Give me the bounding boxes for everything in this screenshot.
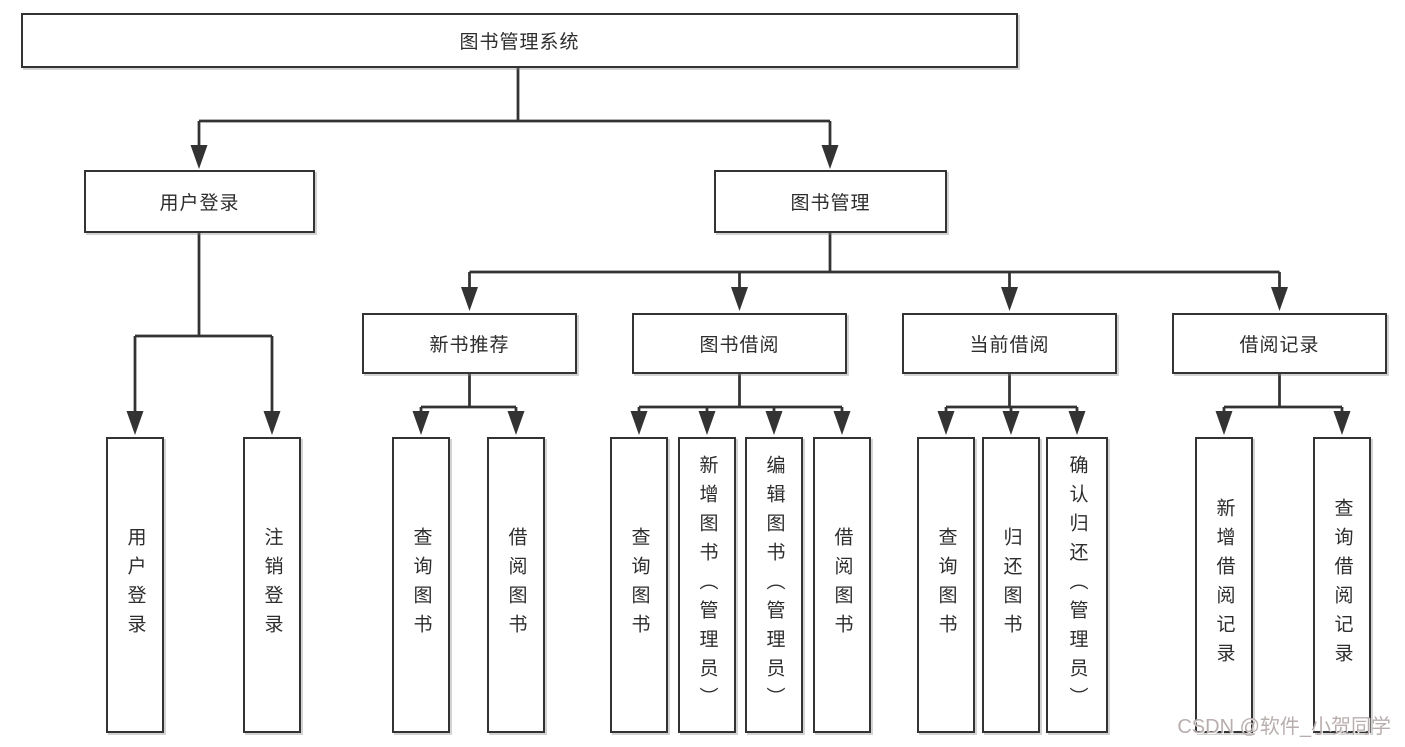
leaf-current-confirm-return-admin: 确认归还（管理员） [1046, 437, 1108, 733]
leaf-borrow-borrow-books: 借阅图书 [813, 437, 871, 733]
leaf-records-query-borrow-record: 查询借阅记录 [1313, 437, 1371, 733]
connector-book-management-branch [461, 233, 1288, 311]
node-label: 图书借阅 [699, 335, 780, 356]
node-book-management: 图书管理 [714, 170, 947, 233]
leaf-records-add-borrow-record: 新增借阅记录 [1195, 437, 1253, 733]
node-label: 新增图书（管理员） [696, 454, 718, 716]
node-label: 注销登录 [261, 527, 283, 643]
connector-current-borrow-branch [937, 374, 1086, 435]
leaf-newbook-query-books: 查询图书 [392, 437, 450, 733]
node-current-borrowing: 当前借阅 [902, 313, 1117, 374]
node-label: 借阅图书 [505, 527, 527, 643]
node-label: 查询借阅记录 [1331, 498, 1353, 672]
arrow-down-icon [461, 287, 478, 311]
node-label: 新书推荐 [429, 335, 510, 356]
arrow-down-icon [1271, 287, 1288, 311]
node-library-management-system: 图书管理系统 [21, 13, 1018, 68]
arrow-down-icon [833, 411, 851, 435]
arrow-down-icon [731, 287, 748, 311]
arrow-down-icon [1002, 411, 1020, 435]
node-label: 查询图书 [410, 527, 432, 643]
node-label: 借阅图书 [831, 527, 853, 643]
arrow-down-icon [263, 411, 281, 435]
arrow-down-icon [1001, 287, 1018, 311]
leaf-logout-login: 注销登录 [243, 437, 301, 733]
node-label: 图书管理系统 [459, 32, 580, 53]
arrow-down-icon [630, 411, 648, 435]
leaf-borrow-add-books-admin: 新增图书（管理员） [678, 437, 736, 733]
arrow-down-icon [1068, 411, 1086, 435]
node-borrowing-records: 借阅记录 [1172, 313, 1387, 374]
leaf-user-login: 用户登录 [106, 437, 164, 733]
node-label: 用户登录 [124, 527, 146, 643]
arrow-down-icon [1215, 411, 1233, 435]
arrow-down-icon [1333, 411, 1351, 435]
arrow-down-icon [765, 411, 783, 435]
node-label: 新增借阅记录 [1213, 498, 1235, 672]
connector-new-book-branch [412, 374, 525, 435]
leaf-current-return-books: 归还图书 [982, 437, 1040, 733]
arrow-down-icon [126, 411, 144, 435]
node-label: 查询图书 [628, 527, 650, 643]
leaf-current-query-books: 查询图书 [917, 437, 975, 733]
connector-borrow-records-branch [1215, 374, 1351, 435]
arrow-down-icon [821, 145, 839, 169]
connector-book-borrow-branch [630, 374, 851, 435]
connector-user-login-branch [126, 233, 281, 435]
node-label: 编辑图书（管理员） [763, 454, 785, 716]
node-label: 归还图书 [1000, 527, 1022, 643]
node-book-borrowing: 图书借阅 [632, 313, 847, 374]
arrow-down-icon [190, 145, 208, 169]
leaf-newbook-borrow-books: 借阅图书 [487, 437, 545, 733]
arrow-down-icon [698, 411, 716, 435]
node-label: 查询图书 [935, 527, 957, 643]
node-new-book-recommend: 新书推荐 [362, 313, 577, 374]
node-label: 借阅记录 [1239, 335, 1320, 356]
arrow-down-icon [937, 411, 955, 435]
csdn-watermark: CSDN @软件_小贺同学 [1177, 716, 1391, 738]
node-label: 用户登录 [159, 193, 240, 214]
node-user-login: 用户登录 [84, 170, 315, 233]
arrow-down-icon [507, 411, 525, 435]
node-label: 当前借阅 [969, 335, 1050, 356]
leaf-borrow-edit-books-admin: 编辑图书（管理员） [745, 437, 803, 733]
arrow-down-icon [412, 411, 430, 435]
leaf-borrow-query-books: 查询图书 [610, 437, 668, 733]
node-label: 确认归还（管理员） [1066, 454, 1088, 716]
node-label: 图书管理 [790, 193, 871, 214]
connector-root-branch [190, 68, 839, 169]
